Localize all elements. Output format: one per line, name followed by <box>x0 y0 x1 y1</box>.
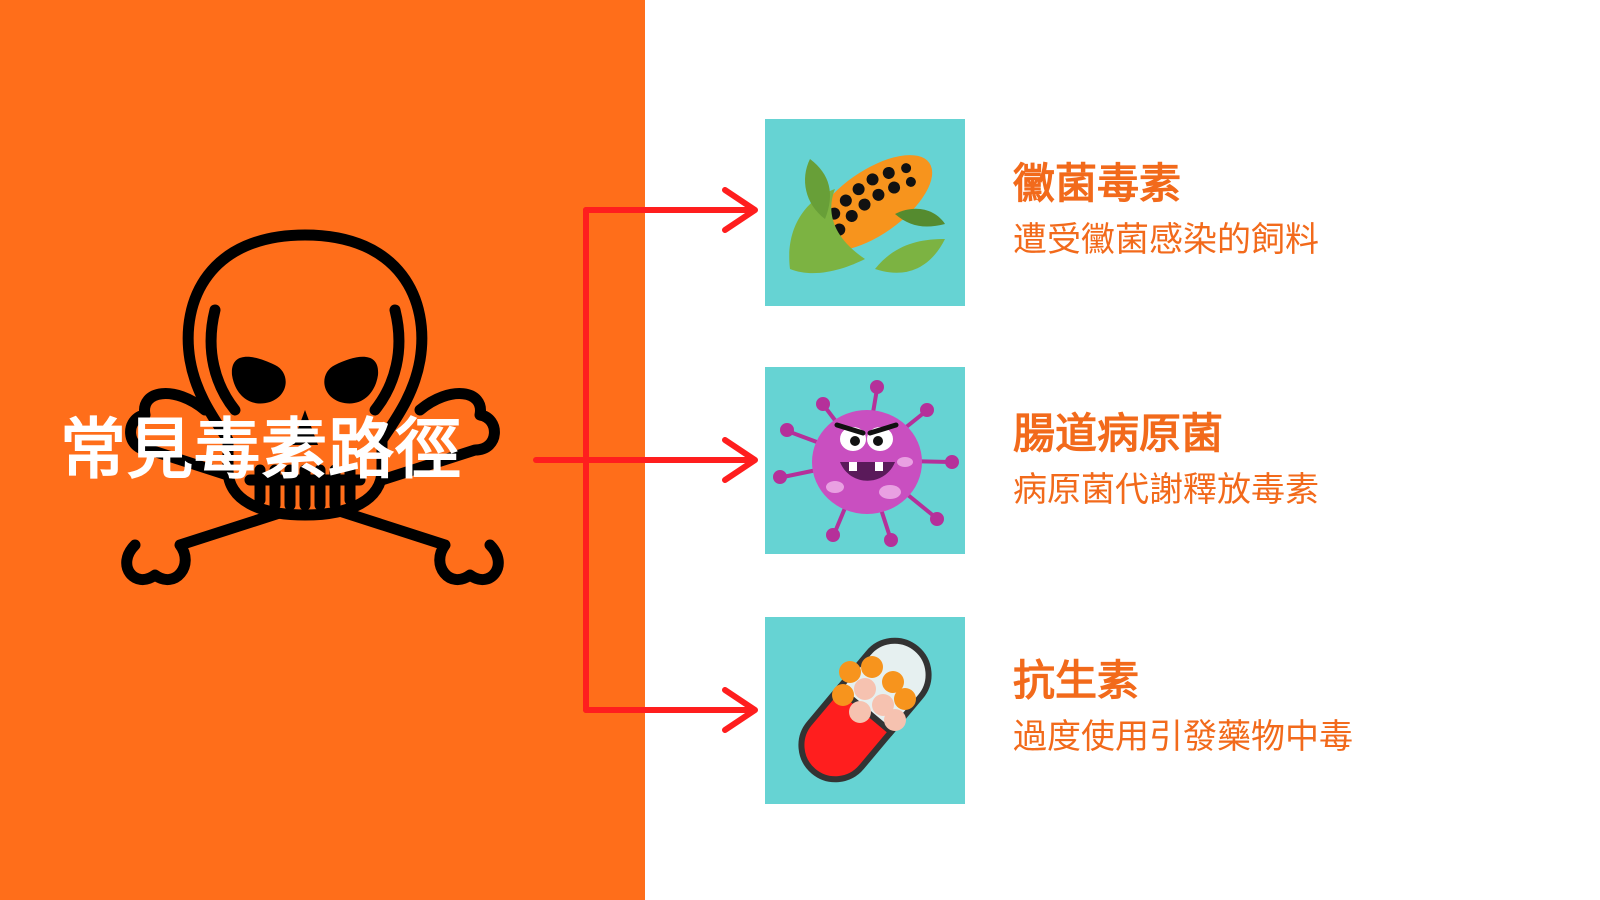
item-pathogen: 腸道病原菌 病原菌代謝釋放毒素 <box>1013 408 1573 512</box>
skull-crossbones-icon <box>121 229 504 586</box>
item-title: 黴菌毒素 <box>1013 159 1182 208</box>
corn-icon <box>765 119 965 306</box>
item-title: 抗生素 <box>1013 656 1140 705</box>
item-title: 腸道病原菌 <box>1013 409 1224 458</box>
item-mold: 黴菌毒素 遭受黴菌感染的飼料 <box>1013 158 1573 262</box>
tile-antibiotic <box>765 617 965 804</box>
tile-pathogen <box>765 367 965 554</box>
diagram-title: 常見毒素路徑 <box>60 411 462 488</box>
tile-mold <box>765 119 965 306</box>
arrow-to-pathogen <box>583 437 758 483</box>
item-description: 過度使用引發藥物中毒 <box>1013 717 1353 757</box>
arrow-to-mold <box>583 187 758 233</box>
item-description: 遭受黴菌感染的飼料 <box>1013 220 1319 260</box>
germ-icon <box>765 367 965 554</box>
item-description: 病原菌代謝釋放毒素 <box>1013 470 1319 510</box>
arrow-to-antibiotic <box>583 687 758 733</box>
item-antibiotic: 抗生素 過度使用引發藥物中毒 <box>1013 655 1573 759</box>
capsule-icon <box>765 617 965 804</box>
